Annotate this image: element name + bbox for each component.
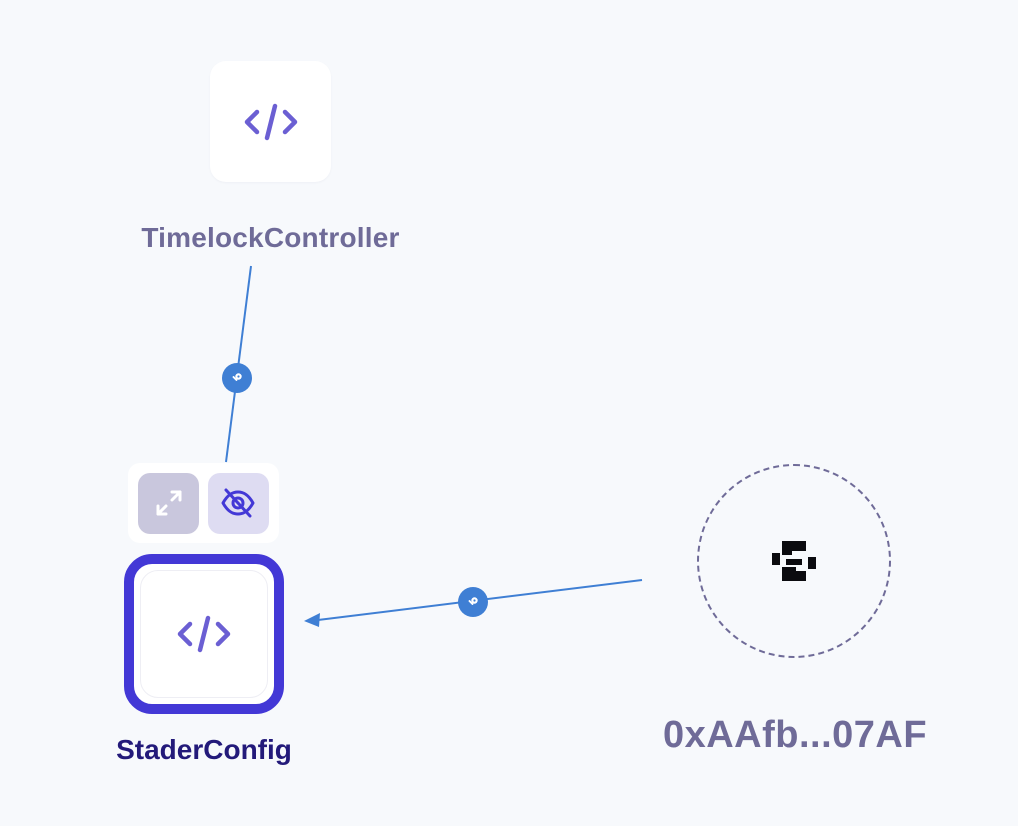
expand-button[interactable] (138, 472, 200, 534)
node-card-inner (140, 570, 268, 698)
node-label-address: 0xAAfb...07AF (662, 714, 928, 756)
key-icon (232, 373, 242, 382)
node-eoa-address[interactable] (697, 464, 891, 658)
key-badge-eoa-edge[interactable] (458, 587, 488, 617)
key-badge-timelock-edge[interactable] (222, 363, 252, 393)
node-timelock-controller[interactable] (210, 61, 331, 182)
code-icon (176, 614, 232, 654)
node-label-timelock: TimelockController (141, 222, 400, 253)
safe-logo-icon (772, 541, 816, 581)
code-icon (243, 102, 299, 142)
key-icon (468, 597, 478, 606)
expand-icon (156, 490, 182, 516)
node-label-stader: StaderConfig (116, 734, 292, 765)
hide-node-button[interactable] (207, 472, 269, 534)
edge-arrowhead (304, 613, 320, 627)
eye-off-icon (221, 488, 255, 518)
node-stader-config[interactable] (124, 554, 284, 714)
node-toolbar (128, 463, 279, 543)
